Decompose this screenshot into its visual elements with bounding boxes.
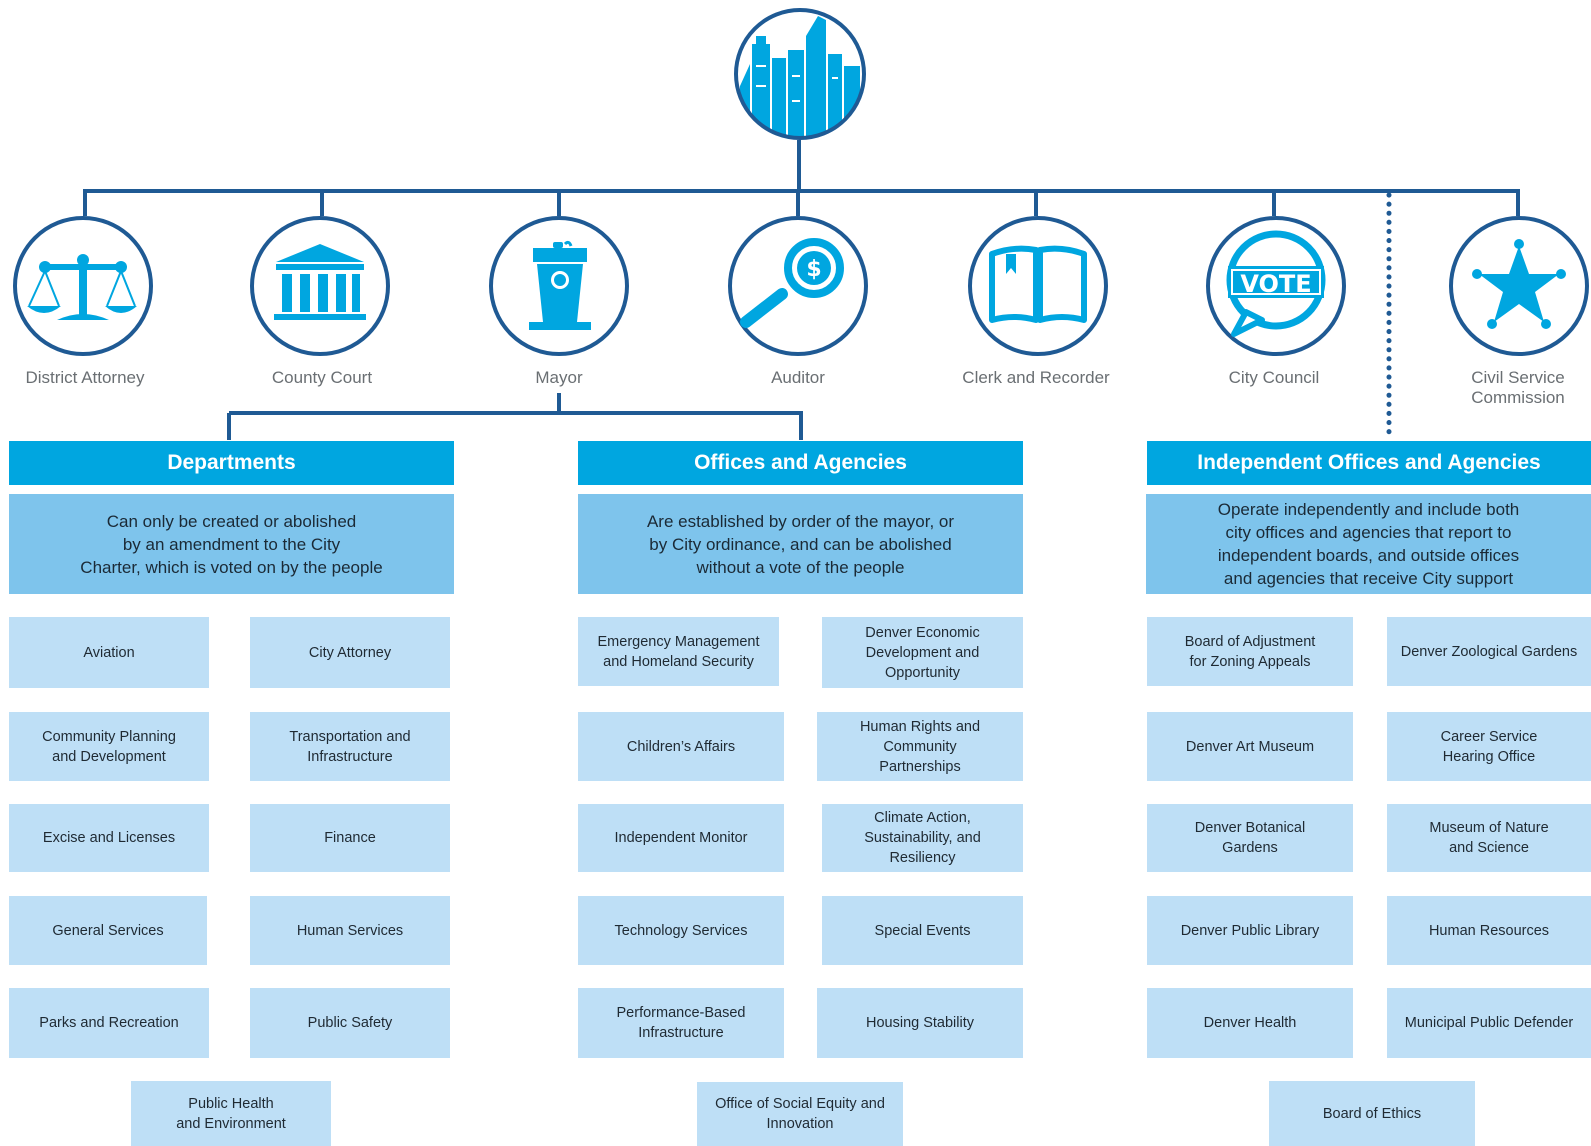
item-box: Denver Public Library — [1147, 896, 1353, 965]
item-box: Human Services — [250, 896, 450, 965]
item-box: Office of Social Equity and Innovation — [697, 1082, 903, 1146]
item-box: Special Events — [822, 896, 1023, 965]
item-box: Community Planning and Development — [9, 712, 209, 781]
item-box: Housing Stability — [817, 988, 1023, 1058]
item-box: Denver Art Museum — [1147, 712, 1353, 781]
item-box: General Services — [9, 896, 207, 965]
item-box: Children’s Affairs — [578, 712, 784, 781]
item-box: Board of Adjustment for Zoning Appeals — [1147, 617, 1353, 686]
departments-description: Can only be created or abolished by an a… — [9, 494, 454, 594]
role-label-civil-service-commission: Civil Service Commission — [1471, 368, 1565, 407]
item-box: Parks and Recreation — [9, 988, 209, 1058]
role-label-city-council: City Council — [1228, 368, 1320, 387]
item-box: City Attorney — [250, 617, 450, 688]
vote-bubble-icon: VOTE — [1206, 216, 1346, 356]
magnifying-glass-dollar-icon: $ — [728, 216, 868, 356]
role-label-clerk-and-recorder: Clerk and Recorder — [962, 368, 1110, 387]
item-box: Public Safety — [250, 988, 450, 1058]
svg-text:VOTE: VOTE — [1240, 270, 1311, 298]
offices-and-agencies-header: Offices and Agencies — [578, 441, 1023, 485]
sheriff-star-icon — [1449, 216, 1589, 356]
item-box: Career Service Hearing Office — [1387, 712, 1591, 781]
item-box: Emergency Management and Homeland Securi… — [578, 617, 779, 686]
item-box: Performance-Based Infrastructure — [578, 988, 784, 1058]
city-skyline-icon — [734, 8, 866, 140]
offices-and-agencies-description: Are established by order of the mayor, o… — [578, 494, 1023, 594]
svg-text:$: $ — [806, 257, 821, 282]
item-box: Technology Services — [578, 896, 784, 965]
item-box: Human Resources — [1387, 896, 1591, 965]
item-box: Municipal Public Defender — [1387, 988, 1591, 1058]
courthouse-icon — [250, 216, 390, 356]
open-book-icon — [968, 216, 1108, 356]
item-box: Museum of Nature and Science — [1387, 804, 1591, 872]
item-box: Aviation — [9, 617, 209, 688]
item-box: Human Rights and Community Partnerships — [817, 712, 1023, 781]
item-box: Denver Zoological Gardens — [1387, 617, 1591, 686]
item-box: Public Health and Environment — [131, 1081, 331, 1146]
role-label-county-court: County Court — [271, 368, 373, 387]
independent-offices-header: Independent Offices and Agencies — [1147, 441, 1591, 485]
podium-icon — [489, 216, 629, 356]
item-box: Board of Ethics — [1269, 1081, 1475, 1146]
role-label-district-attorney: District Attorney — [25, 368, 145, 387]
scales-of-justice-icon — [13, 216, 153, 356]
role-label-mayor: Mayor — [535, 368, 583, 387]
item-box: Denver Health — [1147, 988, 1353, 1058]
independent-offices-description: Operate independently and include both c… — [1146, 494, 1591, 594]
item-box: Denver Botanical Gardens — [1147, 804, 1353, 872]
item-box: Independent Monitor — [578, 804, 784, 872]
item-box: Transportation and Infrastructure — [250, 712, 450, 781]
departments-header: Departments — [9, 441, 454, 485]
item-box: Denver Economic Development and Opportun… — [822, 617, 1023, 688]
item-box: Finance — [250, 804, 450, 872]
item-box: Climate Action, Sustainability, and Resi… — [822, 804, 1023, 872]
item-box: Excise and Licenses — [9, 804, 209, 872]
role-label-auditor: Auditor — [771, 368, 825, 387]
